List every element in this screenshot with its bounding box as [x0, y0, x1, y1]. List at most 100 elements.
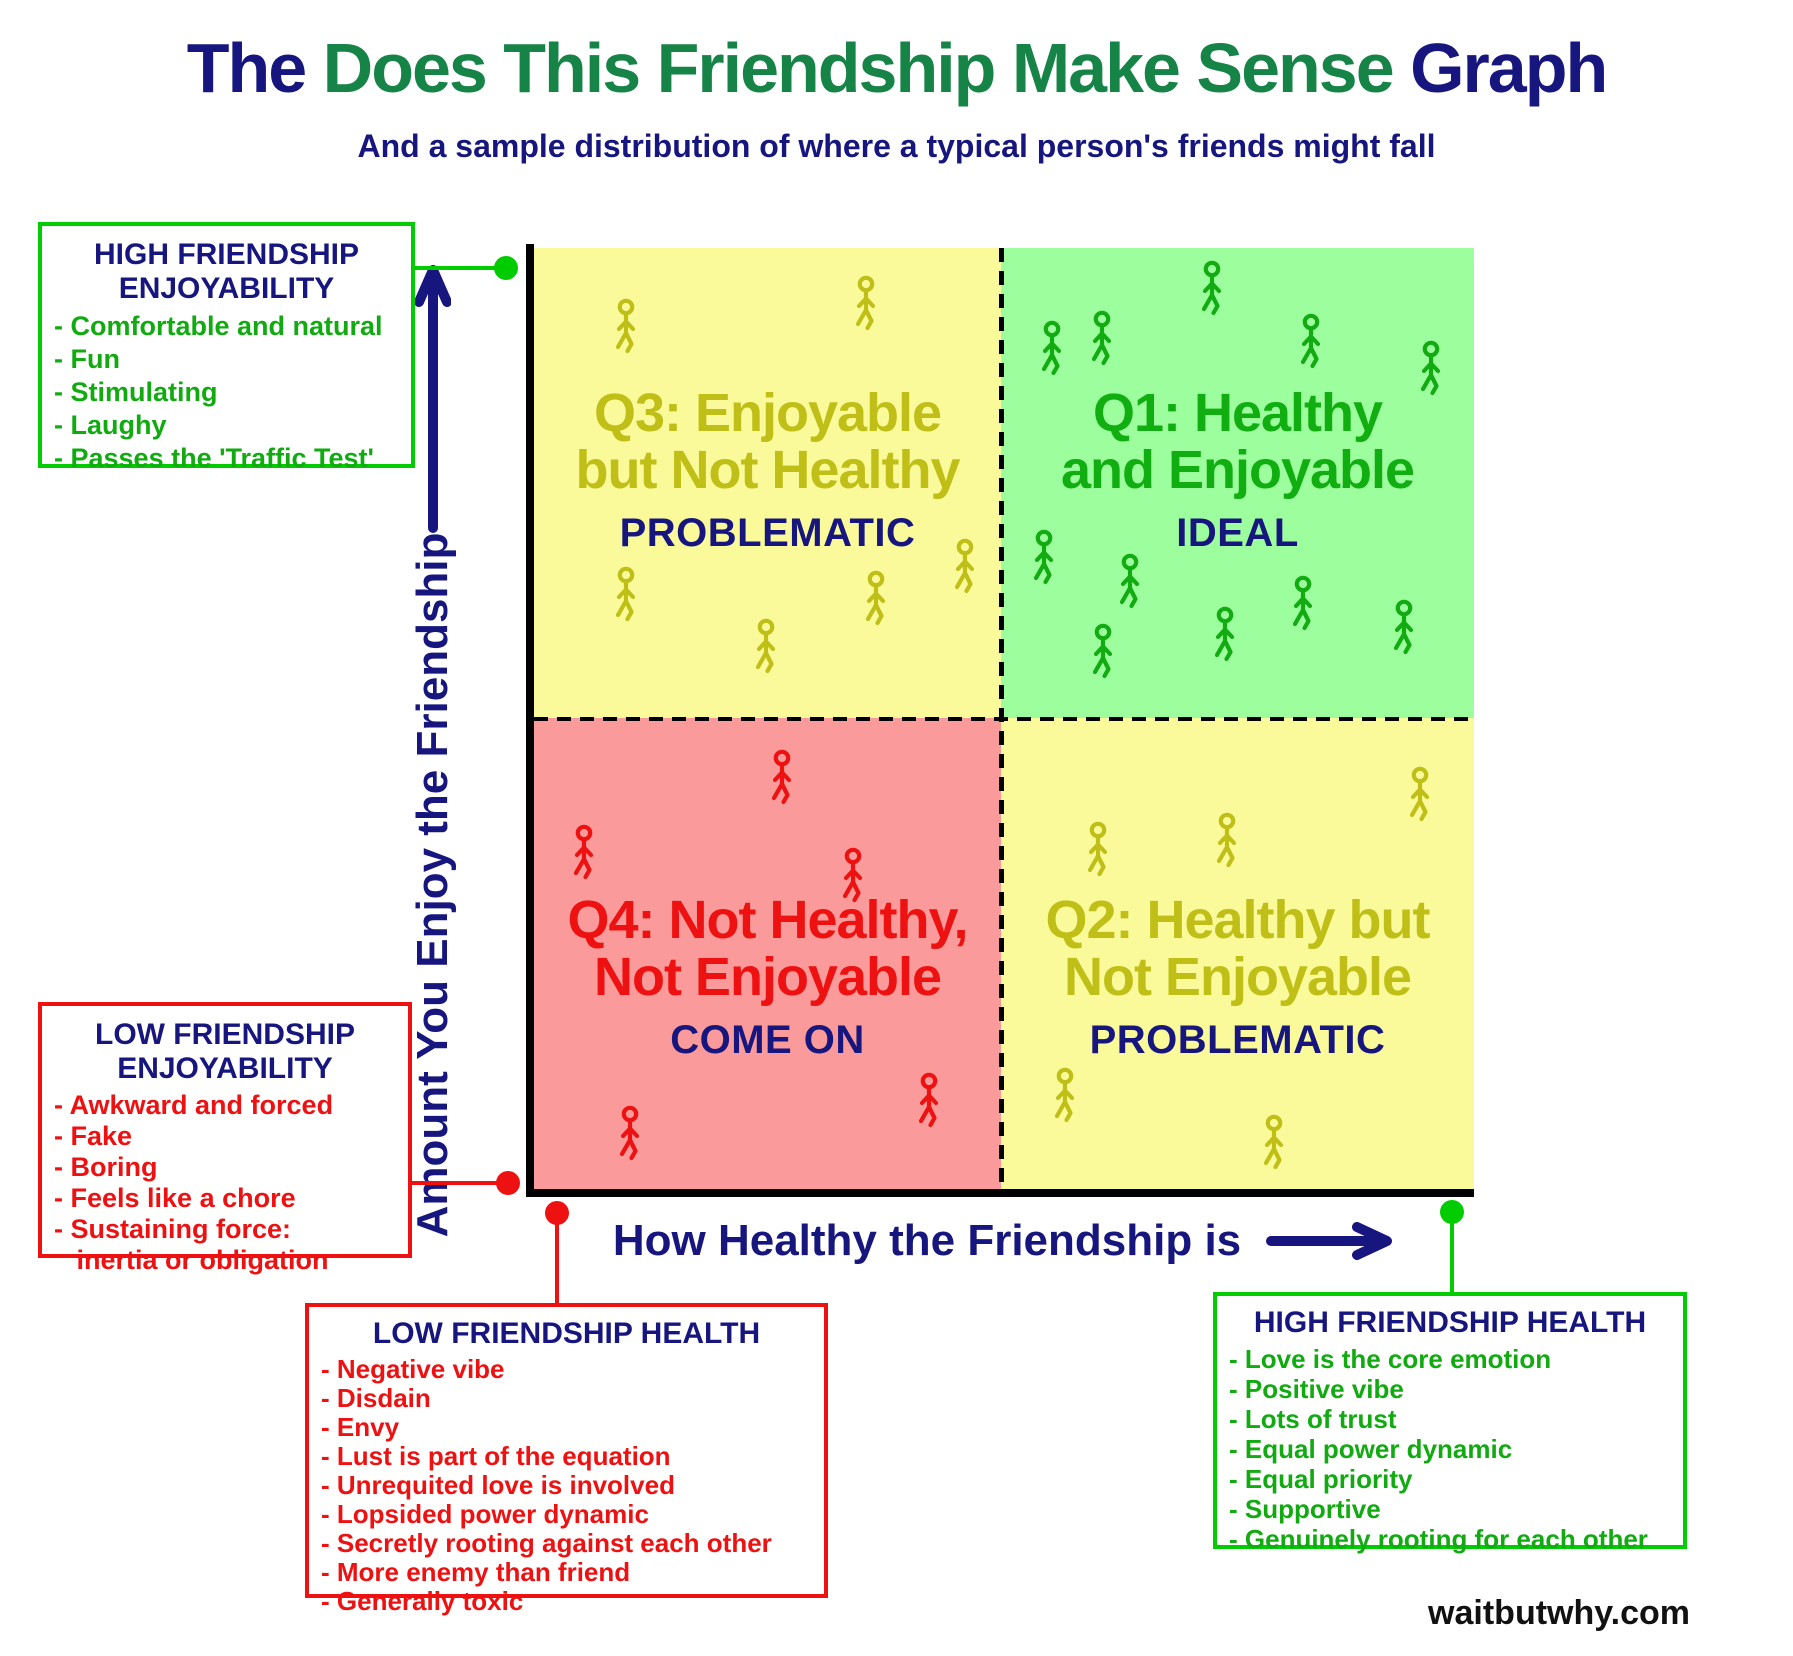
stick-figure-q2	[1211, 812, 1243, 868]
stick-figure-q1	[1036, 320, 1068, 376]
callout-item: - Unrequited love is involved	[321, 1470, 675, 1500]
callout-high-health: HIGH FRIENDSHIP HEALTH - Love is the cor…	[1213, 1292, 1687, 1554]
q3-title-line2: but Not Healthy	[575, 440, 961, 500]
quadrant-q4-label: Q4: Not Healthy, Not Enjoyable COME ON	[534, 890, 1001, 1063]
connector-low-health-dot	[545, 1201, 569, 1225]
callout-item: - Positive vibe	[1229, 1374, 1404, 1404]
title-part-3: Graph	[1392, 29, 1608, 107]
callout-heading: HIGH FRIENDSHIP HEALTH	[1253, 1306, 1647, 1339]
q2-caption: PROBLEMATIC	[1089, 1018, 1386, 1062]
callout-item: - Equal power dynamic	[1229, 1434, 1513, 1464]
stick-figure-q1	[1209, 606, 1241, 662]
stick-figure-q1	[1287, 575, 1319, 631]
y-axis-label: Amount You Enjoy the Friendship	[408, 532, 457, 1238]
stick-figure-q1	[1196, 260, 1228, 316]
callout-item: - Fake	[54, 1121, 133, 1151]
q1-caption: IDEAL	[1176, 511, 1299, 555]
callout-item: - Envy	[321, 1412, 400, 1442]
stick-figure-q3	[750, 618, 782, 674]
callout-item: - Sustaining force:	[54, 1214, 292, 1244]
q1-title-line2: and Enjoyable	[1060, 440, 1415, 500]
q3-caption: PROBLEMATIC	[619, 511, 916, 555]
stick-figure-q1	[1087, 623, 1119, 679]
callout-item: - Fun	[54, 344, 120, 374]
stick-figure-q3	[860, 570, 892, 626]
x-axis-line	[526, 1189, 1474, 1197]
connector-high-health-line	[1450, 1212, 1454, 1294]
callout-item: - Stimulating	[54, 377, 218, 407]
callout-heading: LOW FRIENDSHIP HEALTH	[372, 1317, 761, 1350]
y-axis-line	[526, 244, 534, 1197]
q1-title-line1: Q1: Healthy	[1092, 383, 1383, 443]
stick-figure-q1	[1415, 340, 1447, 396]
callout-heading: HIGH FRIENDSHIP	[93, 238, 360, 271]
q2-title-line2: Not Enjoyable	[1063, 947, 1412, 1007]
quadrant-q4-bg	[534, 718, 1001, 1189]
callout-high-enjoyability: HIGH FRIENDSHIP ENJOYABILITY - Comfortab…	[38, 222, 415, 473]
callout-item: inertia or obligation	[54, 1245, 329, 1275]
connector-high-health-dot	[1440, 1200, 1464, 1224]
callout-item: - Boring	[54, 1152, 158, 1182]
callout-item: - Passes the 'Traffic Test'	[54, 443, 374, 473]
callout-item: - Supportive	[1229, 1494, 1381, 1524]
connector-low-health-line	[555, 1213, 559, 1305]
stick-figure-q1	[1086, 310, 1118, 366]
callout-item: - Genuinely rooting for each other	[1229, 1524, 1648, 1554]
q3-title-line1: Q3: Enjoyable	[593, 383, 942, 443]
connector-low-enjoyability-line	[410, 1181, 498, 1185]
callout-item: - Secretly rooting against each other	[321, 1528, 772, 1558]
q4-caption: COME ON	[670, 1018, 865, 1062]
stick-figure-q3	[850, 275, 882, 331]
callout-items: - Awkward and forced- Fake- Boring- Feel…	[42, 1086, 408, 1282]
title-part-1: The	[186, 29, 323, 107]
stick-figure-q1	[1388, 599, 1420, 655]
stick-figure-q1	[1028, 529, 1060, 585]
callout-item: - More enemy than friend	[321, 1557, 631, 1587]
stick-figure-q4	[766, 749, 798, 805]
x-axis-label: How Healthy the Friendship is	[612, 1216, 1242, 1265]
quadrant-q3-label: Q3: Enjoyable but Not Healthy PROBLEMATI…	[534, 383, 1001, 556]
title-part-2: Does This Friendship Make Sense	[322, 29, 1395, 107]
x-axis-arrow-icon	[1266, 1222, 1393, 1260]
stick-figure-q2	[1258, 1114, 1290, 1170]
stick-figure-q3	[949, 538, 981, 594]
connector-high-enjoyability-dot	[494, 256, 518, 280]
connector-high-enjoyability-line	[413, 266, 496, 270]
q2-title-line1: Q2: Healthy but	[1045, 890, 1430, 950]
callout-item: - Lust is part of the equation	[321, 1441, 671, 1471]
stick-figure-q4	[568, 824, 600, 880]
stick-figure-q4	[837, 847, 869, 903]
callout-item: - Disdain	[321, 1383, 431, 1413]
stick-figure-q2	[1404, 766, 1436, 822]
callout-item: - Awkward and forced	[54, 1090, 334, 1120]
quadrant-q1-label: Q1: Healthy and Enjoyable IDEAL	[1001, 383, 1474, 556]
q4-title-line1: Q4: Not Healthy,	[567, 890, 968, 950]
stick-figure-q1	[1295, 313, 1327, 369]
callout-item: - Lots of trust	[1229, 1404, 1397, 1434]
page-subtitle: And a sample distribution of where a typ…	[357, 128, 1436, 164]
watermark-waitbutwhy: waitbutwhy.com	[1428, 1594, 1690, 1632]
callout-heading: LOW FRIENDSHIP	[95, 1018, 355, 1051]
callout-heading-line2: ENJOYABILITY	[118, 272, 335, 305]
callout-low-health: LOW FRIENDSHIP HEALTH - Negative vibe- D…	[305, 1303, 828, 1616]
stick-figure-q4	[614, 1105, 646, 1161]
callout-item: - Equal priority	[1229, 1464, 1413, 1494]
stick-figure-q2	[1049, 1067, 1081, 1123]
callout-items: - Comfortable and natural- Fun- Stimulat…	[42, 306, 411, 481]
callout-item: - Love is the core emotion	[1229, 1344, 1552, 1374]
q4-title-line2: Not Enjoyable	[593, 947, 942, 1007]
callout-item: - Negative vibe	[321, 1354, 505, 1384]
y-axis-arrow-icon	[415, 265, 451, 533]
callout-low-enjoyability: LOW FRIENDSHIP ENJOYABILITY - Awkward an…	[38, 1002, 412, 1275]
stick-figure-q1	[1114, 553, 1146, 609]
quadrant-q2-label: Q2: Healthy but Not Enjoyable PROBLEMATI…	[1001, 890, 1474, 1063]
stick-figure-q3	[610, 566, 642, 622]
callout-items: - Negative vibe- Disdain- Envy- Lust is …	[309, 1351, 824, 1622]
horizontal-divider-dashed-line	[534, 717, 1474, 721]
page-title: The Does This Friendship Make Sense Grap…	[0, 28, 1793, 108]
connector-low-enjoyability-dot	[496, 1171, 520, 1195]
callout-item: - Generally toxic	[321, 1586, 524, 1616]
quadrant-q2-bg	[1001, 718, 1474, 1189]
stick-figure-q4	[913, 1072, 945, 1128]
